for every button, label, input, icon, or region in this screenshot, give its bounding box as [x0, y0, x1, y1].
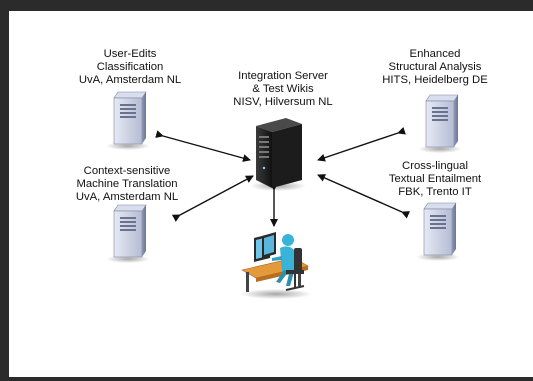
server-tower-icon: [106, 91, 150, 150]
label-line: Cross-lingual: [402, 160, 468, 172]
user-workstation-icon: [240, 232, 312, 299]
label-line: Classification: [96, 61, 164, 73]
server-tower-icon: [418, 94, 462, 153]
label-line: HITS, Heidelberg DE: [382, 74, 488, 86]
node-label-textual-entailment: Cross-lingual Textual Entailment FBK, Tr…: [370, 160, 500, 199]
label-line: & Test Wikis: [252, 83, 314, 95]
label-line: Context-sensitive: [83, 165, 171, 177]
label-line: User-Edits: [103, 48, 157, 60]
label-line: NISV, Hilversum NL: [233, 96, 333, 108]
label-line: Integration Server: [238, 70, 328, 82]
label-line: FBK, Trento IT: [398, 186, 472, 198]
node-label-integration-server: Integration Server & Test Wikis NISV, Hi…: [223, 70, 343, 109]
server-black-icon: [250, 118, 306, 191]
arrow-bottomright-center: [317, 174, 411, 219]
label-line: UvA, Amsterdam NL: [75, 191, 179, 203]
label-line: Machine Translation: [76, 178, 178, 190]
server-tower-icon: [416, 202, 460, 261]
label-line: UvA, Amsterdam NL: [78, 74, 182, 86]
node-label-user-edits: User-Edits Classification UvA, Amsterdam…: [70, 48, 190, 87]
node-label-structural-analysis: Enhanced Structural Analysis HITS, Heide…: [370, 48, 500, 87]
arrow-topright-center: [317, 126, 406, 162]
server-tower-icon: [106, 204, 150, 263]
label-line: Structural Analysis: [388, 61, 482, 73]
node-label-machine-translation: Context-sensitive Machine Translation Uv…: [62, 165, 192, 204]
label-line: Enhanced: [409, 48, 461, 60]
arrow-bottomleft-center: [171, 175, 254, 222]
label-line: Textual Entailment: [388, 173, 482, 185]
arrow-topleft-center: [155, 130, 251, 162]
